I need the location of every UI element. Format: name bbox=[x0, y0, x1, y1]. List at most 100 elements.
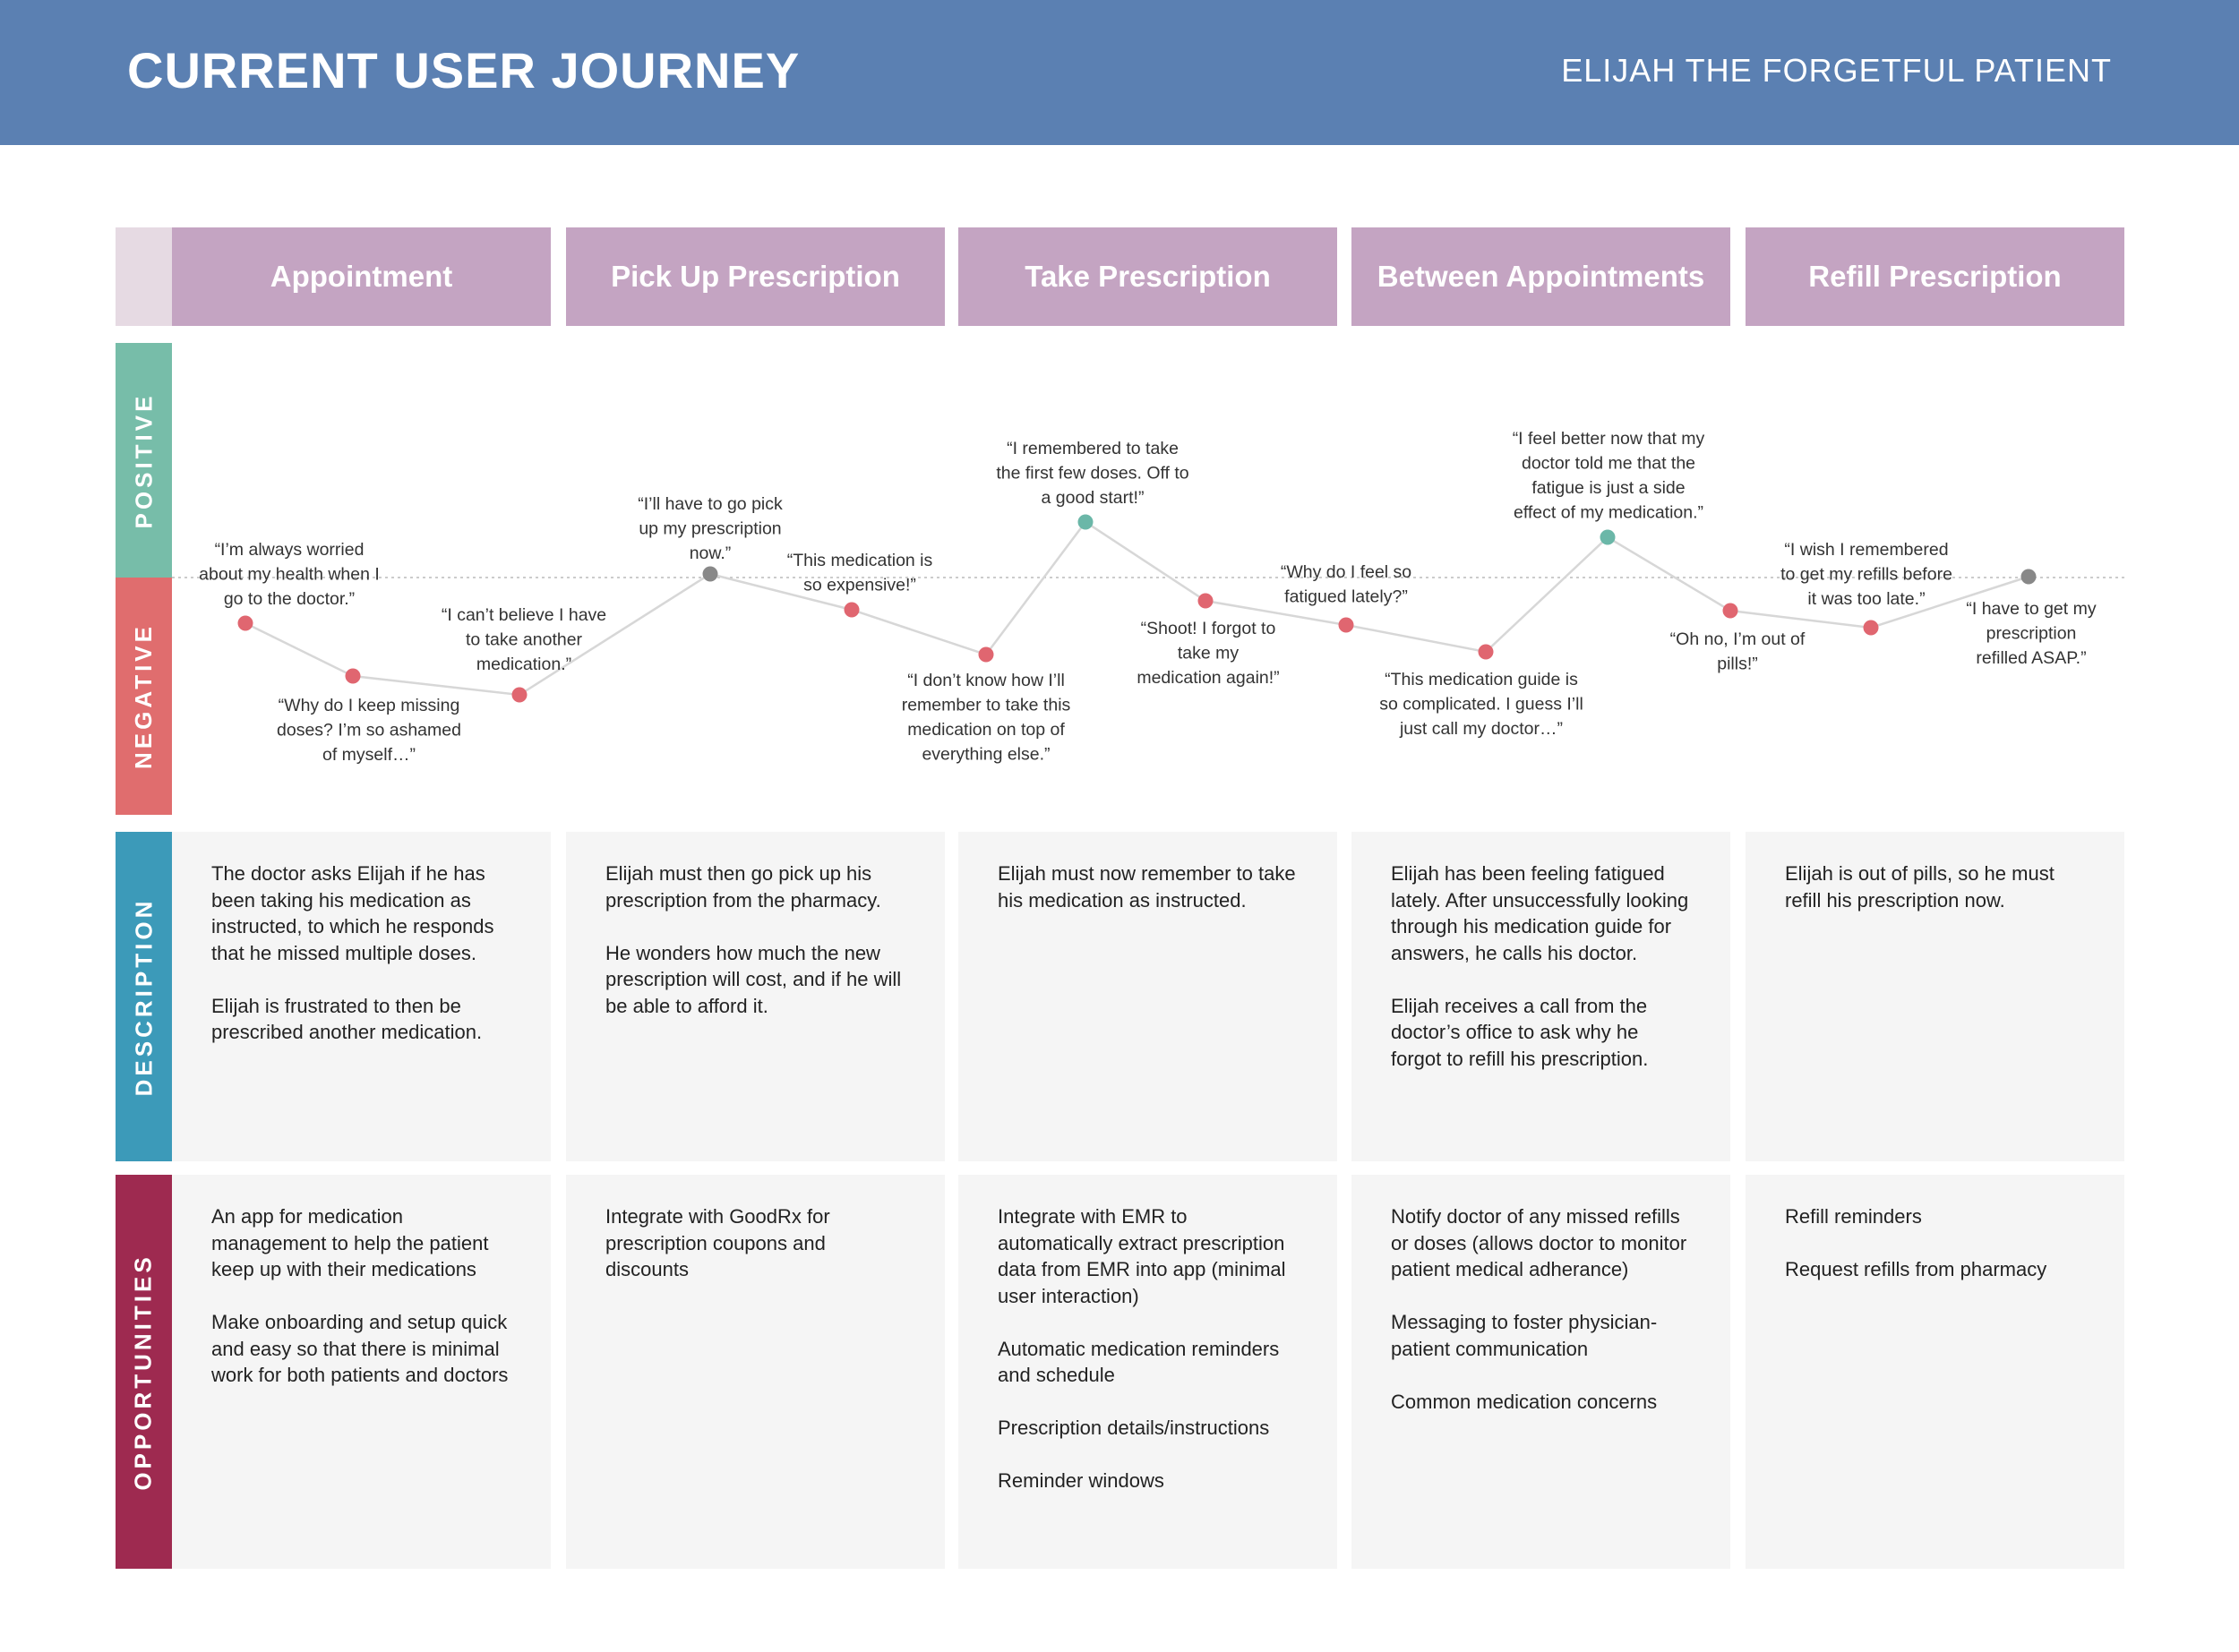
emotion-point-neutral bbox=[702, 566, 718, 582]
description-cell-pick-up-prescription: Elijah must then go pick up his prescrip… bbox=[566, 832, 945, 1161]
emotion-quote-line: “Why do I keep missing bbox=[279, 696, 460, 715]
emotion-point-positive bbox=[1077, 514, 1094, 530]
emotion-quote-line: effect of my medication.” bbox=[1514, 503, 1703, 523]
emotion-quote-line: of myself…” bbox=[322, 745, 416, 765]
emotion-quote-line: take my bbox=[1178, 644, 1240, 663]
emotion-quote-line: medication on top of bbox=[907, 720, 1065, 740]
emotion-quote-line: doses? I’m so ashamed bbox=[277, 721, 461, 740]
opportunity-text: Refill reminders bbox=[1785, 1205, 1922, 1228]
opportunities-row-label: OPPORTUNITIES bbox=[116, 1175, 172, 1569]
emotion-quote-line: medication again!” bbox=[1137, 668, 1279, 688]
emotion-quote-line: fatigued lately?” bbox=[1284, 587, 1408, 607]
emotion-quote-line: doctor told me that the bbox=[1522, 454, 1695, 474]
negative-label-text: NEGATIVE bbox=[130, 623, 158, 769]
opportunity-text: Request refills from pharmacy bbox=[1785, 1258, 2047, 1280]
emotion-quote-line: to take another bbox=[466, 630, 583, 650]
emotion-quote-line: “This medication guide is bbox=[1385, 670, 1578, 689]
opportunities-cell-refill-prescription: Refill reminders Request refills from ph… bbox=[1746, 1175, 2124, 1569]
description-text: Elijah receives a call from the doctor’s… bbox=[1391, 994, 1649, 1070]
description-text: Elijah must now remember to take his med… bbox=[998, 862, 1296, 912]
opportunity-text: Make onboarding and setup quick and easy… bbox=[211, 1311, 509, 1386]
negative-row-label: NEGATIVE bbox=[116, 578, 172, 815]
emotion-point-negative bbox=[1863, 620, 1879, 636]
opportunity-text: Notify doctor of any missed refills or d… bbox=[1391, 1205, 1687, 1280]
emotion-point-negative bbox=[237, 615, 253, 631]
emotion-quote-line: everything else.” bbox=[922, 745, 1050, 765]
emotion-quote-line: the first few doses. Off to bbox=[996, 464, 1188, 484]
emotion-quote-line: “I have to get my bbox=[1966, 599, 2096, 619]
emotion-point-negative bbox=[844, 602, 860, 618]
description-text: The doctor asks Elijah if he has been ta… bbox=[211, 862, 494, 964]
description-text: Elijah must then go pick up his prescrip… bbox=[605, 862, 881, 912]
stage-header-refill-prescription: Refill Prescription bbox=[1746, 227, 2124, 326]
emotion-quote-line: remember to take this bbox=[902, 696, 1071, 715]
emotion-point-negative bbox=[345, 668, 361, 684]
emotion-quote-line: it was too late.” bbox=[1807, 589, 1925, 609]
emotion-quote-line: “Oh no, I’m out of bbox=[1670, 629, 1806, 649]
emotion-quote: “I don’t know how I’ll remember to take t… bbox=[902, 671, 1071, 765]
description-text: Elijah is frustrated to then be prescrib… bbox=[211, 994, 483, 1044]
emotion-quote-line: go to the doctor.” bbox=[224, 589, 355, 609]
emotion-quote-line: so complicated. I guess I’ll bbox=[1379, 695, 1583, 715]
emotion-quote-line: to get my refills before bbox=[1780, 565, 1952, 585]
opportunities-cell-take-prescription: Integrate with EMR to automatically extr… bbox=[958, 1175, 1337, 1569]
emotion-quote-line: “Why do I feel so bbox=[1281, 562, 1411, 582]
positive-row-label: POSITIVE bbox=[116, 343, 172, 578]
opportunity-text: Reminder windows bbox=[998, 1469, 1164, 1492]
stage-header-appointment: Appointment bbox=[172, 227, 551, 326]
description-text: Elijah has been feeling fatigued lately.… bbox=[1391, 862, 1689, 964]
emotion-quote-line: “This medication is bbox=[787, 551, 933, 570]
positive-label-text: POSITIVE bbox=[130, 392, 158, 528]
emotion-quote-line: a good start!” bbox=[1042, 488, 1145, 508]
emotion-quote: “I can’t believe I have to take another me… bbox=[442, 605, 606, 674]
emotion-quote-line: medication.” bbox=[476, 655, 571, 674]
description-cell-take-prescription: Elijah must now remember to take his med… bbox=[958, 832, 1337, 1161]
description-cell-between-appointments: Elijah has been feeling fatigued lately.… bbox=[1351, 832, 1730, 1161]
opportunities-cell-pick-up-prescription: Integrate with GoodRx for prescription c… bbox=[566, 1175, 945, 1569]
emotion-quote-line: so expensive!” bbox=[803, 576, 916, 595]
emotion-point-negative bbox=[1338, 617, 1354, 633]
emotion-quote: “Shoot! I forgot to take my medication aga… bbox=[1137, 619, 1279, 688]
emotion-quote-line: prescription bbox=[1986, 624, 2077, 644]
opportunity-text: Messaging to foster physician-patient co… bbox=[1391, 1311, 1658, 1360]
emotion-point-negative bbox=[1478, 644, 1494, 660]
emotion-quote-line: “I’ll have to go pick bbox=[638, 494, 783, 514]
emotion-quote: “This medication guide is so complicated.… bbox=[1379, 670, 1583, 739]
emotion-quote-line: “I can’t believe I have bbox=[442, 605, 606, 625]
emotion-quote-line: “I feel better now that my bbox=[1513, 429, 1705, 449]
emotion-quote-line: “I remembered to take bbox=[1007, 439, 1179, 458]
emotion-quote-line: about my health when I bbox=[199, 565, 380, 585]
opportunities-cell-between-appointments: Notify doctor of any missed refills or d… bbox=[1351, 1175, 1730, 1569]
header-bar: CURRENT USER JOURNEY ELIJAH THE FORGETFU… bbox=[0, 0, 2239, 145]
emotion-quote-line: just call my doctor…” bbox=[1399, 719, 1563, 739]
emotion-quote: “Why do I feel so fatigued lately?” bbox=[1281, 562, 1411, 607]
emotion-quote-line: “I’m always worried bbox=[215, 540, 365, 560]
emotion-quote-line: pills!” bbox=[1717, 655, 1758, 674]
stage-strip-accent bbox=[116, 227, 172, 326]
emotion-quote: “I remembered to take the first few doses… bbox=[996, 439, 1188, 508]
opportunities-cell-appointment: An app for medication management to help… bbox=[172, 1175, 551, 1569]
opportunities-label-text: OPPORTUNITIES bbox=[130, 1253, 158, 1491]
emotion-quote-line: fatigue is just a side bbox=[1531, 478, 1685, 498]
emotion-quote: “I’m always worried about my health when … bbox=[199, 540, 380, 609]
emotion-quote-line: “Shoot! I forgot to bbox=[1141, 619, 1276, 638]
opportunity-text: Common medication concerns bbox=[1391, 1390, 1658, 1413]
stage-header-between-appointments: Between Appointments bbox=[1351, 227, 1730, 326]
stage-header-pick-up-prescription: Pick Up Prescription bbox=[566, 227, 945, 326]
emotion-quote-line: “I don’t know how I’ll bbox=[907, 671, 1065, 690]
emotion-point-negative bbox=[978, 646, 994, 663]
emotion-quote: “I feel better now that my doctor told me… bbox=[1513, 429, 1705, 523]
opportunity-text: Integrate with GoodRx for prescription c… bbox=[605, 1205, 830, 1280]
description-text: Elijah is out of pills, so he must refil… bbox=[1785, 862, 2055, 912]
description-row-label: DESCRIPTION bbox=[116, 832, 172, 1161]
emotion-point-positive bbox=[1600, 529, 1616, 545]
emotion-quote: “Why do I keep missing doses? I’m so asha… bbox=[277, 696, 461, 765]
description-cell-refill-prescription: Elijah is out of pills, so he must refil… bbox=[1746, 832, 2124, 1161]
emotion-quote: “This medication is so expensive!” bbox=[787, 551, 933, 595]
description-label-text: DESCRIPTION bbox=[130, 897, 157, 1096]
opportunity-text: An app for medication management to help… bbox=[211, 1205, 489, 1280]
emotion-point-negative bbox=[1722, 603, 1738, 619]
